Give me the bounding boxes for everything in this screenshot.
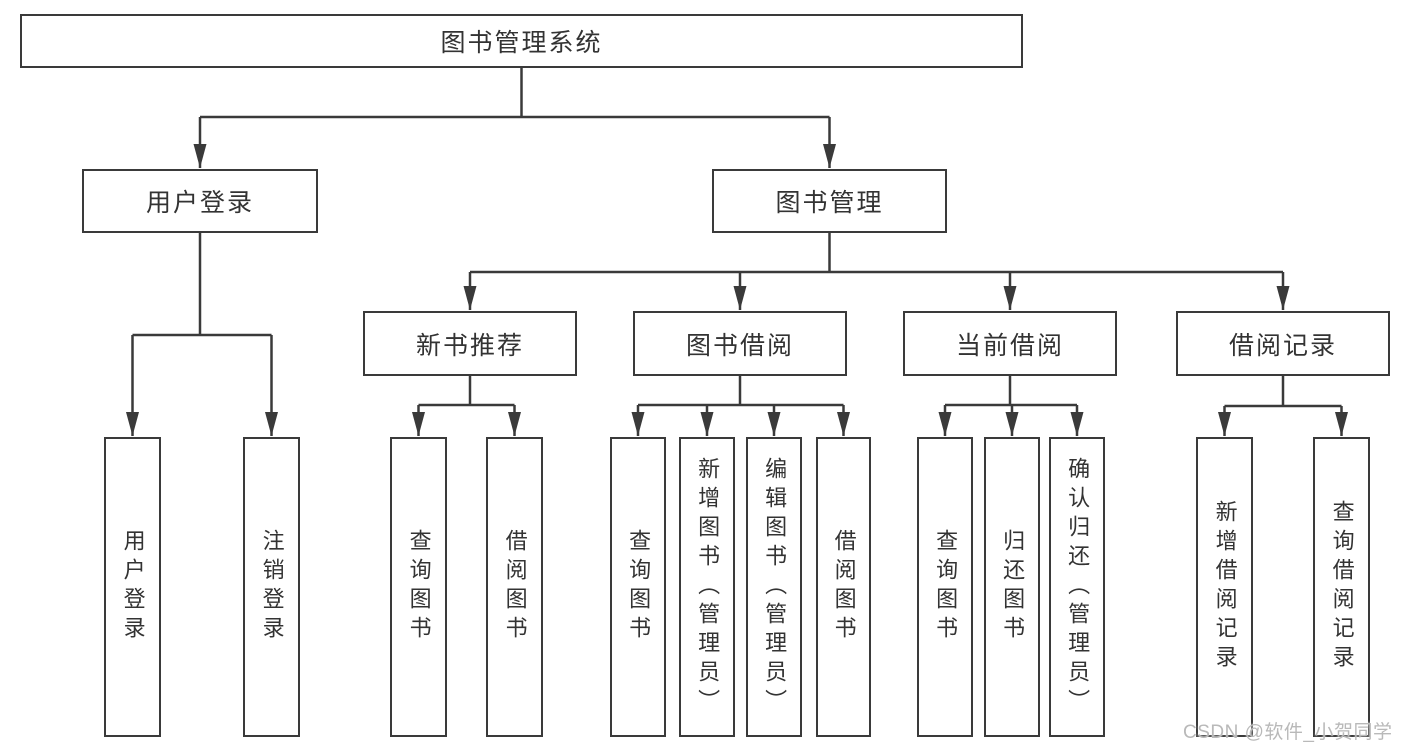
node-current-borrow-label: 当前借阅 <box>955 331 1064 360</box>
leaf-query-borrow-record: 查询借阅记录 <box>1313 437 1370 737</box>
node-root: 图书管理系统 <box>20 14 1023 68</box>
node-new-book-recommend: 新书推荐 <box>363 311 577 376</box>
leaf-add-books-admin-label: 新增图书（管理员） <box>695 456 721 718</box>
leaf-edit-books-admin: 编辑图书（管理员） <box>746 437 802 737</box>
leaf-query-books-borrow: 查询图书 <box>610 437 666 737</box>
leaf-borrow-books: 借阅图书 <box>816 437 871 737</box>
leaf-confirm-return-admin-label: 确认归还（管理员） <box>1065 456 1091 718</box>
leaf-query-books-borrow-label: 查询图书 <box>626 529 652 645</box>
leaf-query-borrow-record-label: 查询借阅记录 <box>1329 500 1355 674</box>
leaf-borrow-books-recommend-label: 借阅图书 <box>502 529 528 645</box>
leaf-confirm-return-admin: 确认归还（管理员） <box>1049 437 1105 737</box>
leaf-borrow-books-label: 借阅图书 <box>831 529 857 645</box>
leaf-query-books-current: 查询图书 <box>917 437 973 737</box>
leaf-borrow-books-recommend: 借阅图书 <box>486 437 543 737</box>
node-new-book-recommend-label: 新书推荐 <box>415 331 524 360</box>
leaf-edit-books-admin-label: 编辑图书（管理员） <box>762 456 788 718</box>
node-root-label: 图书管理系统 <box>440 29 603 57</box>
node-borrow-records: 借阅记录 <box>1176 311 1390 376</box>
leaf-return-books: 归还图书 <box>984 437 1040 737</box>
leaf-query-books-recommend-label: 查询图书 <box>406 529 432 645</box>
node-user-login: 用户登录 <box>82 169 318 233</box>
node-book-borrow-label: 图书借阅 <box>685 331 794 360</box>
node-current-borrow: 当前借阅 <box>903 311 1117 376</box>
leaf-add-books-admin: 新增图书（管理员） <box>679 437 735 737</box>
node-book-management: 图书管理 <box>712 169 947 233</box>
leaf-add-borrow-record: 新增借阅记录 <box>1196 437 1253 737</box>
leaf-query-books-current-label: 查询图书 <box>933 529 959 645</box>
node-user-login-label: 用户登录 <box>145 189 254 217</box>
node-book-borrow: 图书借阅 <box>633 311 847 376</box>
leaf-return-books-label: 归还图书 <box>1000 529 1026 645</box>
leaf-query-books-recommend: 查询图书 <box>390 437 447 737</box>
node-borrow-records-label: 借阅记录 <box>1228 331 1337 360</box>
leaf-user-login: 用户登录 <box>104 437 161 737</box>
csdn-watermark: CSDN @软件_小贺同学 <box>1183 722 1393 743</box>
leaf-add-borrow-record-label: 新增借阅记录 <box>1212 500 1238 674</box>
leaf-logout: 注销登录 <box>243 437 300 737</box>
node-book-management-label: 图书管理 <box>775 189 884 217</box>
leaf-user-login-label: 用户登录 <box>120 529 146 645</box>
leaf-logout-label: 注销登录 <box>259 529 285 645</box>
